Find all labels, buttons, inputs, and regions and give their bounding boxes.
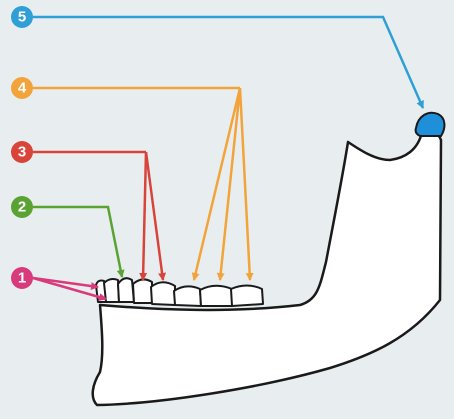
callout-3-arrow-a [143, 152, 146, 280]
callout-4-arrow-a [194, 88, 240, 280]
tooth-molar-2 [200, 286, 232, 306]
callout-4-arrow-c [240, 88, 250, 280]
callout-3-number: 3 [18, 144, 26, 161]
callout-3: 3 [11, 141, 163, 280]
tooth-molar-1 [174, 286, 201, 306]
tooth-incisor-2 [104, 279, 119, 302]
callout-2-leader [33, 207, 122, 277]
condyle [416, 113, 445, 136]
callout-1-arrow-b [33, 278, 106, 299]
tooth-molar-3 [231, 286, 263, 307]
tooth-canine [118, 278, 134, 302]
teeth-row [96, 278, 263, 306]
callout-3-arrow-b [146, 152, 163, 280]
callout-1-arrow-a [33, 278, 98, 287]
callout-5-number: 5 [18, 9, 26, 26]
callout-2-number: 2 [18, 199, 26, 216]
callout-4-arrow-b [220, 88, 240, 280]
tooth-premolar-2 [151, 282, 175, 305]
callout-5-leader [33, 17, 423, 108]
callout-4-number: 4 [18, 80, 27, 97]
callout-1: 1 [11, 267, 106, 299]
callout-1-number: 1 [18, 270, 26, 287]
callout-2: 2 [11, 196, 122, 277]
tooth-premolar-1 [133, 279, 152, 303]
callout-5: 5 [11, 6, 423, 108]
callout-4: 4 [11, 77, 250, 280]
